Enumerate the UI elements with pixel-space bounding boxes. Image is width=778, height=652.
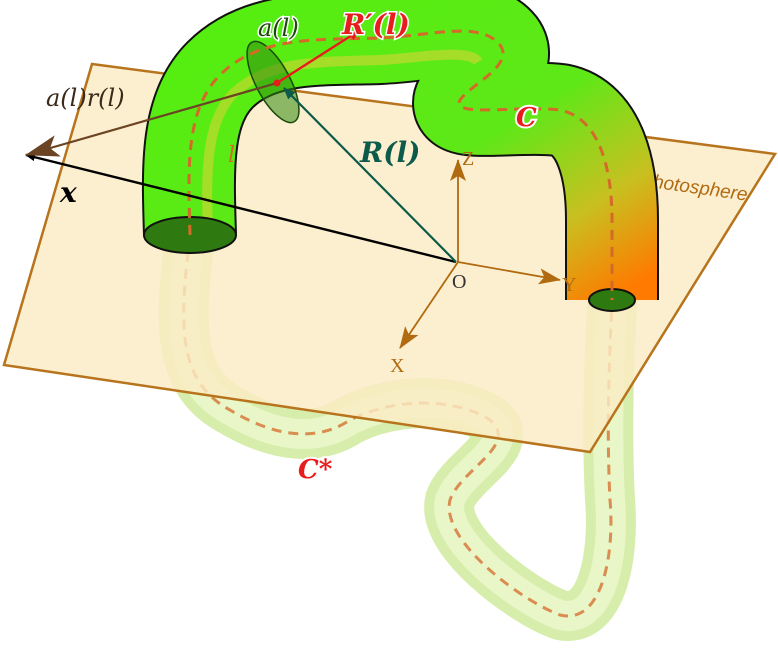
coordinate-axes xyxy=(399,159,561,349)
R-prime-label: R′(l) xyxy=(341,8,410,41)
tube-point xyxy=(273,79,281,87)
ar-label: a(l)r(l) xyxy=(46,84,125,112)
x-label: x xyxy=(59,176,77,209)
a-l-label: a(l) xyxy=(258,14,299,42)
origin-label: O xyxy=(452,271,466,293)
photosphere-plane xyxy=(2,62,778,454)
upper-tube-c xyxy=(141,0,659,300)
l-label: l xyxy=(228,143,235,168)
axis-z-label: Z xyxy=(462,148,474,170)
R-label: R(l) xyxy=(359,136,420,169)
C-label: C xyxy=(516,103,537,133)
ar-vector xyxy=(25,81,278,157)
axis-y-label: Y xyxy=(562,274,576,296)
axis-x-label: X xyxy=(390,355,405,377)
x-vector xyxy=(25,153,457,264)
C-star-label: C* xyxy=(298,455,333,485)
R-vector xyxy=(283,87,457,263)
cross-section-a xyxy=(246,40,300,124)
lower-tube-axis xyxy=(182,234,614,618)
R-prime-vector xyxy=(276,28,361,85)
